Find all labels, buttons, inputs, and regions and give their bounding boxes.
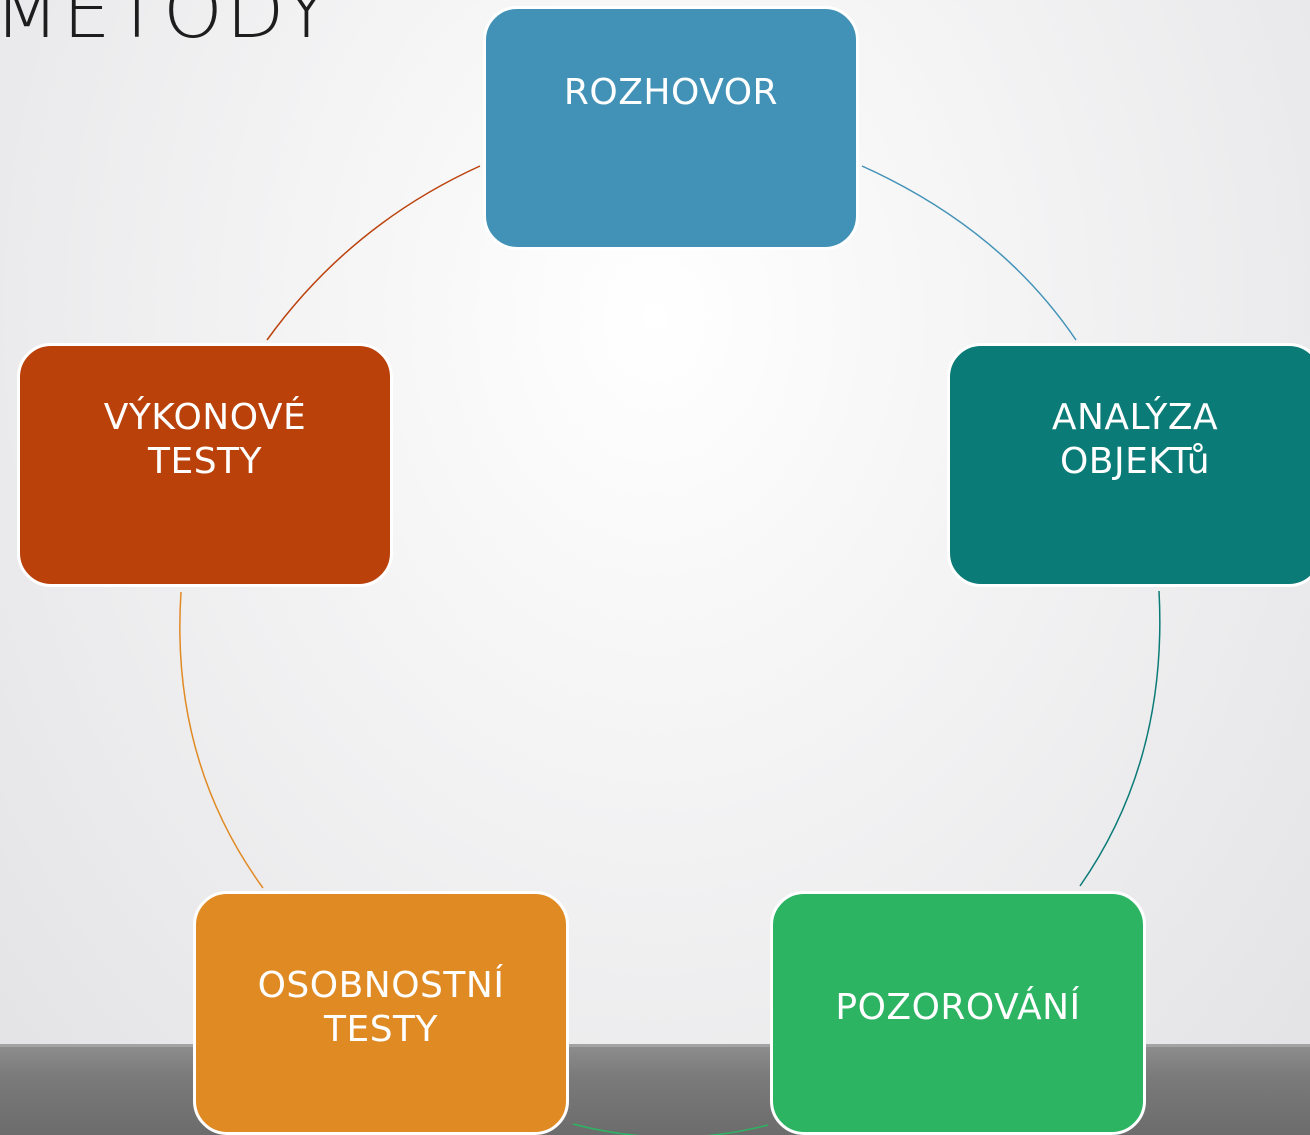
node-label: ROZHOVOR	[563, 72, 779, 113]
connector-vykonove-rozhovor	[266, 165, 481, 341]
floor-edge	[0, 1044, 1310, 1047]
node-label: POZOROVÁNÍ	[835, 987, 1081, 1028]
connector-rozhovor-analyza	[861, 165, 1077, 341]
node-label: ANALÝZA OBJEKTů	[1051, 397, 1219, 482]
cycle-node-vykonove-testy: VÝKONOVÉ TESTY	[17, 343, 393, 587]
connector-pozorovani-osobnostni	[572, 1123, 769, 1135]
cycle-node-rozhovor: ROZHOVOR	[483, 6, 859, 250]
connector-osobnostni-vykonove	[179, 591, 264, 889]
slide-title: METODY	[0, 0, 333, 55]
cycle-node-osobnostni-testy: OSOBNOSTNÍ TESTY	[193, 891, 569, 1135]
node-label: VÝKONOVÉ TESTY	[103, 397, 307, 482]
node-label: OSOBNOSTNÍ TESTY	[257, 965, 505, 1050]
cycle-node-analyza-objektu: ANALÝZA OBJEKTů	[947, 343, 1310, 587]
cycle-node-pozorovani: POZOROVÁNÍ	[770, 891, 1146, 1135]
connector-analyza-pozorovani	[1079, 590, 1161, 887]
